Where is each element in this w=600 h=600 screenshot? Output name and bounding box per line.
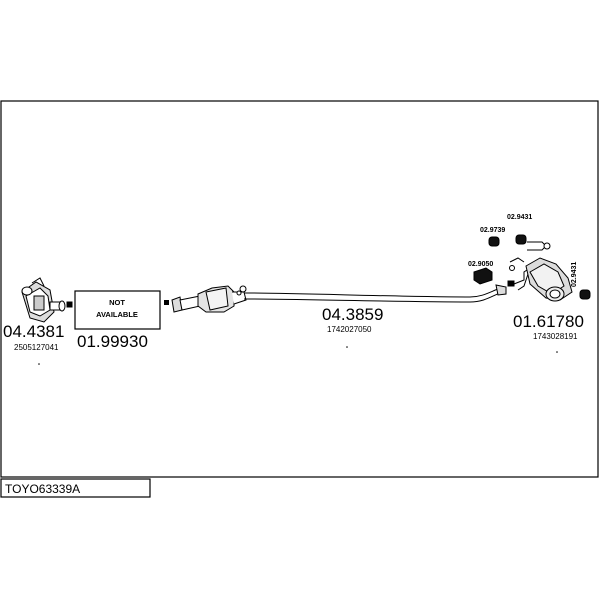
title-block [0, 478, 151, 498]
rear-muffler-number: 01.61780 [513, 312, 584, 331]
front-catalyst-drawing [21, 277, 73, 323]
hanger-drawings [473, 234, 591, 300]
rear-muffler-drawing [507, 257, 573, 302]
not-available-line1: NOT [109, 298, 125, 307]
dot-marker [38, 363, 40, 365]
hanger-c-number: 02.9050 [468, 261, 493, 268]
diagram-frame [0, 100, 599, 478]
not-available-line2: AVAILABLE [96, 310, 138, 319]
diagram-code: TOYO63339A [5, 482, 80, 496]
na-part-number: 01.99930 [77, 332, 148, 351]
not-available-box [74, 290, 161, 330]
front-cat-number: 04.4381 [3, 322, 64, 341]
center-pipe-number: 04.3859 [322, 305, 383, 324]
rear-muffler-sub: 1743028191 [533, 332, 578, 341]
center-pipe-drawing [171, 284, 507, 313]
hanger-d-number: 02.9431 [571, 262, 578, 287]
part-marker-square [66, 301, 73, 308]
part-marker-square [164, 300, 169, 305]
hanger-b-number: 02.9739 [480, 227, 505, 234]
hanger-a-number: 02.9431 [507, 214, 532, 221]
center-pipe-sub: 1742027050 [327, 325, 372, 334]
dot-marker [346, 346, 348, 348]
dot-marker [556, 351, 558, 353]
front-cat-sub: 2505127041 [14, 343, 59, 352]
